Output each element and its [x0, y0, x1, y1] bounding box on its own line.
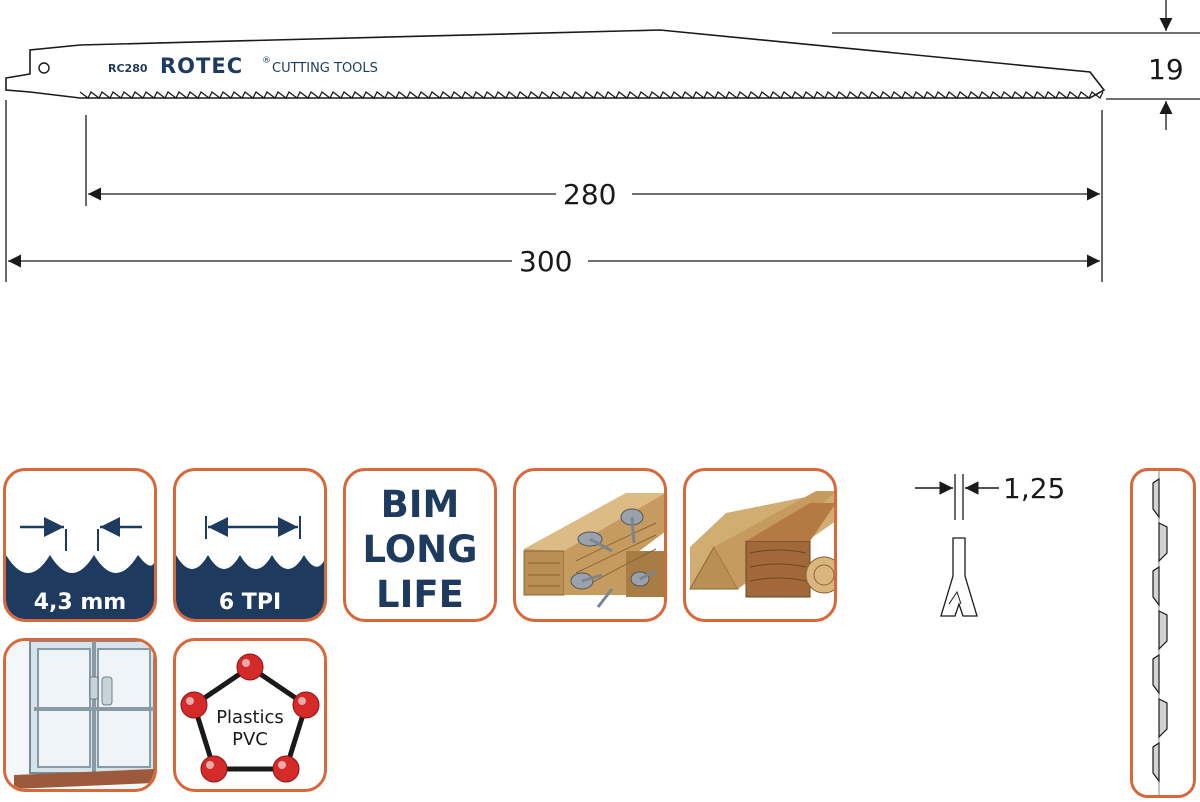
- side-tooth: [1152, 653, 1160, 695]
- cutting-length-value: 280: [563, 178, 616, 211]
- tooth-set-profile: [940, 537, 978, 617]
- blade-model: RC280: [108, 62, 148, 75]
- blade-tagline: CUTTING TOOLS: [272, 61, 378, 76]
- blade-brand: ROTEC: [160, 54, 243, 78]
- height-value: 19: [1148, 53, 1184, 86]
- blade-teeth: [79, 91, 1104, 99]
- wood-beams-icon: [683, 468, 837, 622]
- thickness-diagram: 1,25: [915, 472, 1065, 617]
- tooth-side-profile: [1130, 468, 1196, 798]
- blade-brand-mark: ®: [262, 56, 271, 66]
- tpi-label: 6 TPI: [219, 590, 281, 615]
- plastics-pvc-icon: Plastics PVC: [173, 638, 327, 792]
- side-tooth: [1158, 522, 1168, 563]
- blade-outline: [5, 29, 1106, 99]
- total-length-value: 300: [519, 245, 572, 278]
- side-tooth: [1152, 741, 1160, 783]
- side-tooth: [1152, 565, 1160, 607]
- blade-drawing: RC280 ROTEC ® CUTTING TOOLS 19 280 300: [5, 0, 1200, 282]
- window-frame-icon: [3, 638, 157, 792]
- wood-with-nails-icon: [513, 468, 667, 622]
- blade-hole: [38, 62, 50, 74]
- bim-line3: LIFE: [376, 573, 464, 616]
- side-tooth: [1158, 698, 1168, 739]
- plastics-label: Plastics: [216, 707, 284, 728]
- side-tooth: [1152, 477, 1160, 519]
- side-tooth: [1158, 610, 1168, 651]
- bim-line1: BIM: [381, 483, 460, 526]
- tooth-pitch-icon: 4,3 mm: [3, 468, 157, 622]
- tpi-icon: 6 TPI: [173, 468, 327, 622]
- bim-long-life-icon: BIM LONG LIFE: [343, 468, 497, 622]
- tooth-pitch-label: 4,3 mm: [34, 590, 126, 615]
- thickness-value: 1,25: [1003, 472, 1065, 505]
- bim-line2: LONG: [362, 528, 477, 571]
- pvc-label: PVC: [232, 729, 268, 750]
